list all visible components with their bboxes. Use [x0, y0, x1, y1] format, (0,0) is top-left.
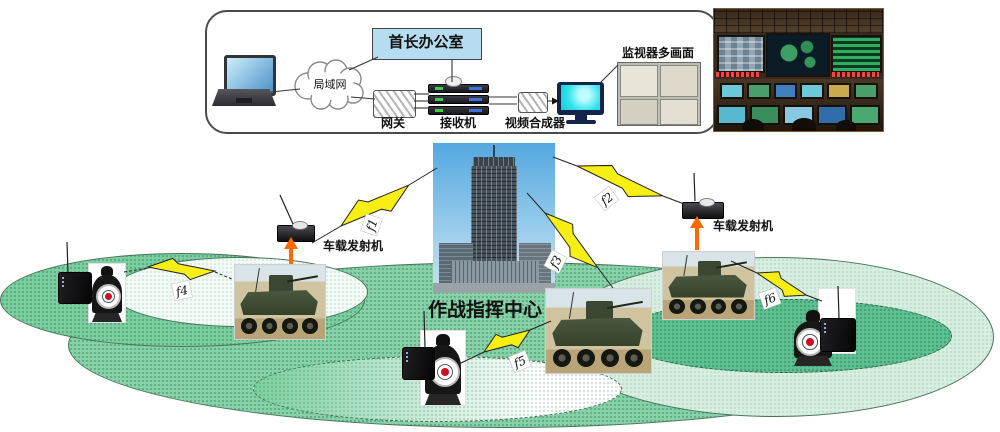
apc-photo-left — [234, 264, 326, 340]
receiver-rack-icon — [428, 84, 489, 119]
gateway-device-icon — [373, 90, 416, 118]
vehicle-transmitter-left-label: 车载发射机 — [322, 239, 383, 253]
monitor-multiview-label: 监视器多画面 — [621, 46, 694, 60]
laptop-keyboard-icon — [212, 89, 276, 106]
video-synthesizer-label: 视频合成器 — [504, 116, 565, 130]
portable-transmitter-right-icon — [820, 318, 856, 352]
target-card-left — [88, 263, 126, 323]
monitor-stand-icon — [575, 115, 587, 120]
portable-transmitter-left-icon — [58, 272, 92, 304]
led-ticker-left — [716, 72, 760, 77]
command-center-label: 作战指挥中心 — [427, 299, 542, 321]
control-room-photo — [713, 8, 884, 132]
monitor-base-icon — [566, 120, 596, 124]
wall-screen-center — [766, 33, 830, 77]
portable-transmitter-center-icon — [402, 347, 435, 380]
bolt-f2-icon — [573, 155, 667, 208]
console-rows — [714, 79, 883, 131]
vehicle-transmitter-right-icon — [682, 198, 724, 219]
receiver-label: 接收机 — [439, 116, 476, 130]
video-synthesizer-icon — [518, 92, 548, 113]
command-building-photo — [433, 143, 555, 293]
multiview-preview-image — [617, 62, 701, 126]
link-label-f2: f2 — [597, 190, 616, 209]
bolt-f1-icon — [334, 174, 415, 237]
wall-screen-right — [831, 35, 882, 73]
link-label-f1: f1 — [363, 217, 380, 234]
vehicle-transmitter-right-label: 车载发射机 — [712, 219, 773, 233]
led-ticker-right — [832, 72, 879, 77]
lan-label: 局域网 — [313, 78, 347, 91]
ceiling-grid — [714, 9, 883, 33]
apc-photo-center — [545, 288, 652, 374]
monitor-icon — [557, 82, 604, 115]
office-label-box — [372, 28, 482, 60]
apc-photo-right — [662, 251, 755, 320]
wall-screen-left — [717, 35, 765, 73]
receiver-antenna-base-icon — [445, 76, 462, 87]
vehicle-transmitter-left-icon — [277, 221, 315, 242]
gateway-label: 网关 — [380, 116, 405, 130]
office-label: 首长办公室 — [388, 33, 464, 51]
